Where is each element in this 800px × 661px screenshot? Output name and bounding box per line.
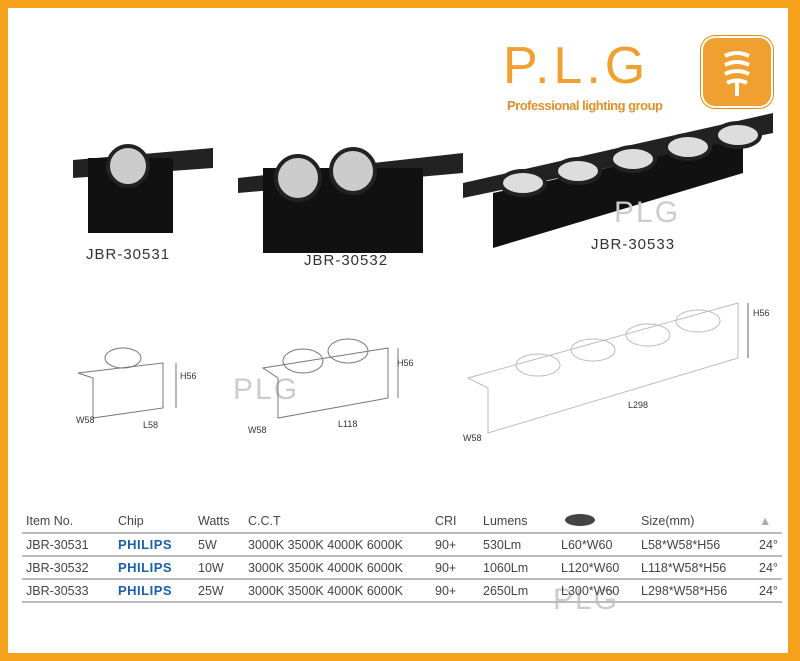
watermark: PLG [614, 196, 681, 229]
dim-length: L118 [338, 419, 358, 429]
cell-watts: 10W [194, 556, 244, 580]
cell-cri: 90+ [431, 556, 479, 580]
watermark: PLG [233, 373, 300, 406]
model-label-30532: JBR-30532 [304, 252, 389, 269]
drawing-30531 [77, 347, 177, 419]
cell-size: L298*W58*H56 [637, 579, 755, 603]
cell-beam-angle: 24° [755, 533, 782, 557]
col-beam-angle: ▲ [755, 510, 782, 534]
cell-item-no: JBR-30531 [22, 533, 114, 557]
cell-beam-angle: 24° [755, 556, 782, 580]
col-lumens: Lumens [479, 510, 557, 534]
cutout-icon [565, 513, 595, 526]
cell-cct: 3000K 3500K 4000K 6000K [244, 579, 431, 603]
beam-angle-icon: ▲ [759, 514, 772, 528]
brand-tagline: Professional lighting group [507, 98, 663, 113]
cell-cct: 3000K 3500K 4000K 6000K [244, 533, 431, 557]
cell-chip: PHILIPS [114, 533, 194, 557]
brand-logo-icon [701, 36, 773, 108]
cell-cutout: L60*W60 [557, 533, 637, 557]
product-photo-30532 [238, 147, 463, 253]
cell-watts: 5W [194, 533, 244, 557]
dim-height: H56 [753, 308, 770, 318]
brand-logo: P.L.G [503, 37, 650, 95]
col-watts: Watts [194, 510, 244, 534]
drawing-30532 [261, 338, 399, 419]
cell-cutout: L300*W60 [557, 579, 637, 603]
cell-watts: 25W [194, 579, 244, 603]
drawing-30533 [466, 302, 749, 434]
model-label-30531: JBR-30531 [86, 246, 171, 263]
cell-item-no: JBR-30533 [22, 579, 114, 603]
cell-lumens: 1060Lm [479, 556, 557, 580]
cell-cct: 3000K 3500K 4000K 6000K [244, 556, 431, 580]
cell-cutout: L120*W60 [557, 556, 637, 580]
dim-height: H56 [180, 371, 197, 381]
dim-width: W58 [463, 433, 482, 443]
cell-size: L118*W58*H56 [637, 556, 755, 580]
cell-item-no: JBR-30532 [22, 556, 114, 580]
cell-size: L58*W58*H56 [637, 533, 755, 557]
product-photo-30533 [463, 113, 773, 248]
col-cct: C.C.T [244, 510, 431, 534]
cell-lumens: 530Lm [479, 533, 557, 557]
model-label-30533: JBR-30533 [591, 236, 676, 253]
col-cutout [557, 510, 637, 534]
cell-cri: 90+ [431, 533, 479, 557]
cell-chip: PHILIPS [114, 579, 194, 603]
col-size: Size(mm) [637, 510, 755, 534]
cell-beam-angle: 24° [755, 579, 782, 603]
dim-width: W58 [76, 415, 95, 425]
col-chip: Chip [114, 510, 194, 534]
dim-height: H56 [397, 358, 414, 368]
spec-table: Item No. Chip Watts C.C.T CRI Lumens Siz… [22, 510, 782, 603]
cell-chip: PHILIPS [114, 556, 194, 580]
product-photo-30531 [73, 144, 213, 233]
cell-cri: 90+ [431, 579, 479, 603]
col-cri: CRI [431, 510, 479, 534]
table-header: Item No. Chip Watts C.C.T CRI Lumens Siz… [22, 510, 782, 534]
col-item-no: Item No. [22, 510, 114, 534]
dim-length: L298 [628, 400, 649, 410]
dim-width: W58 [248, 425, 267, 435]
dim-length: L58 [143, 420, 159, 430]
cell-lumens: 2650Lm [479, 579, 557, 603]
